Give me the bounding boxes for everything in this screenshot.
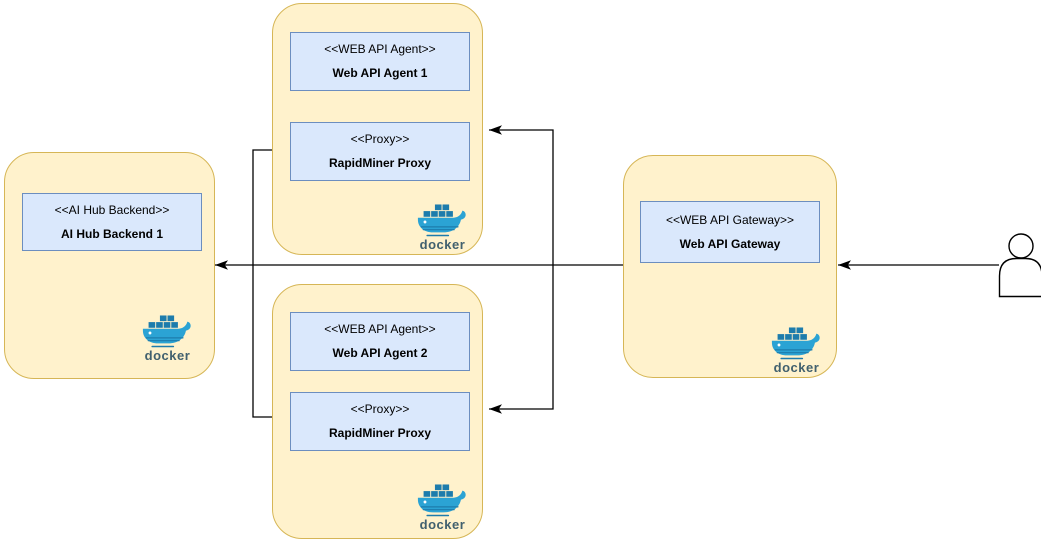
node-stereotype: <<WEB API Agent>> bbox=[324, 322, 436, 336]
node-name: RapidMiner Proxy bbox=[328, 426, 432, 440]
node-rapidminer-proxy-2: <<Proxy>> RapidMiner Proxy bbox=[290, 392, 470, 451]
docker-whale-icon bbox=[771, 327, 820, 360]
docker-logo-icon: docker bbox=[414, 484, 471, 532]
arrowhead-into-gateway bbox=[838, 260, 851, 270]
docker-wordmark: docker bbox=[773, 360, 820, 375]
docker-logo-icon: docker bbox=[768, 327, 825, 375]
docker-logo-icon: docker bbox=[139, 315, 196, 363]
container-docker-host-agent-1: <<WEB API Agent>> Web API Agent 1 <<Prox… bbox=[272, 3, 483, 255]
docker-whale-icon bbox=[417, 204, 466, 237]
node-name: AI Hub Backend 1 bbox=[60, 226, 164, 241]
node-stereotype: <<Proxy>> bbox=[350, 402, 410, 416]
node-rapidminer-proxy-1: <<Proxy>> RapidMiner Proxy bbox=[290, 122, 470, 181]
user-actor-icon bbox=[998, 233, 1041, 298]
docker-wordmark: docker bbox=[419, 517, 466, 532]
node-stereotype: <<WEB API Agent>> bbox=[324, 42, 436, 56]
arrowhead-into-proxy-2 bbox=[489, 404, 502, 414]
docker-whale-icon bbox=[417, 484, 466, 517]
container-docker-host-ai-hub: <<AI Hub Backend>> AI Hub Backend 1 dock… bbox=[4, 152, 215, 379]
node-name: RapidMiner Proxy bbox=[328, 156, 432, 170]
node-stereotype: <<WEB API Gateway>> bbox=[665, 212, 795, 227]
container-docker-host-agent-2: <<WEB API Agent>> Web API Agent 2 <<Prox… bbox=[272, 284, 483, 539]
node-name: Web API Agent 1 bbox=[332, 66, 428, 80]
docker-whale-icon bbox=[142, 315, 191, 348]
node-ai-hub-backend-1: <<AI Hub Backend>> AI Hub Backend 1 bbox=[22, 193, 202, 251]
docker-wordmark: docker bbox=[144, 348, 191, 363]
node-name: Web API Agent 2 bbox=[332, 346, 428, 360]
edge-gateway-to-proxies-branch bbox=[489, 129, 554, 410]
arrowhead-into-aihub bbox=[215, 260, 228, 270]
user-body bbox=[998, 257, 1041, 298]
arrowhead-into-proxy-1 bbox=[489, 125, 502, 135]
node-name: Web API Gateway bbox=[679, 236, 781, 251]
docker-logo-icon: docker bbox=[414, 204, 471, 252]
node-web-api-agent-2: <<WEB API Agent>> Web API Agent 2 bbox=[290, 312, 470, 371]
node-web-api-agent-1: <<WEB API Agent>> Web API Agent 1 bbox=[290, 32, 470, 91]
node-stereotype: <<Proxy>> bbox=[350, 132, 410, 146]
user-head bbox=[1008, 233, 1034, 259]
docker-wordmark: docker bbox=[419, 237, 466, 252]
node-stereotype: <<AI Hub Backend>> bbox=[54, 202, 170, 217]
node-web-api-gateway: <<WEB API Gateway>> Web API Gateway bbox=[640, 201, 820, 263]
container-docker-host-gateway: <<WEB API Gateway>> Web API Gateway dock… bbox=[623, 155, 837, 378]
